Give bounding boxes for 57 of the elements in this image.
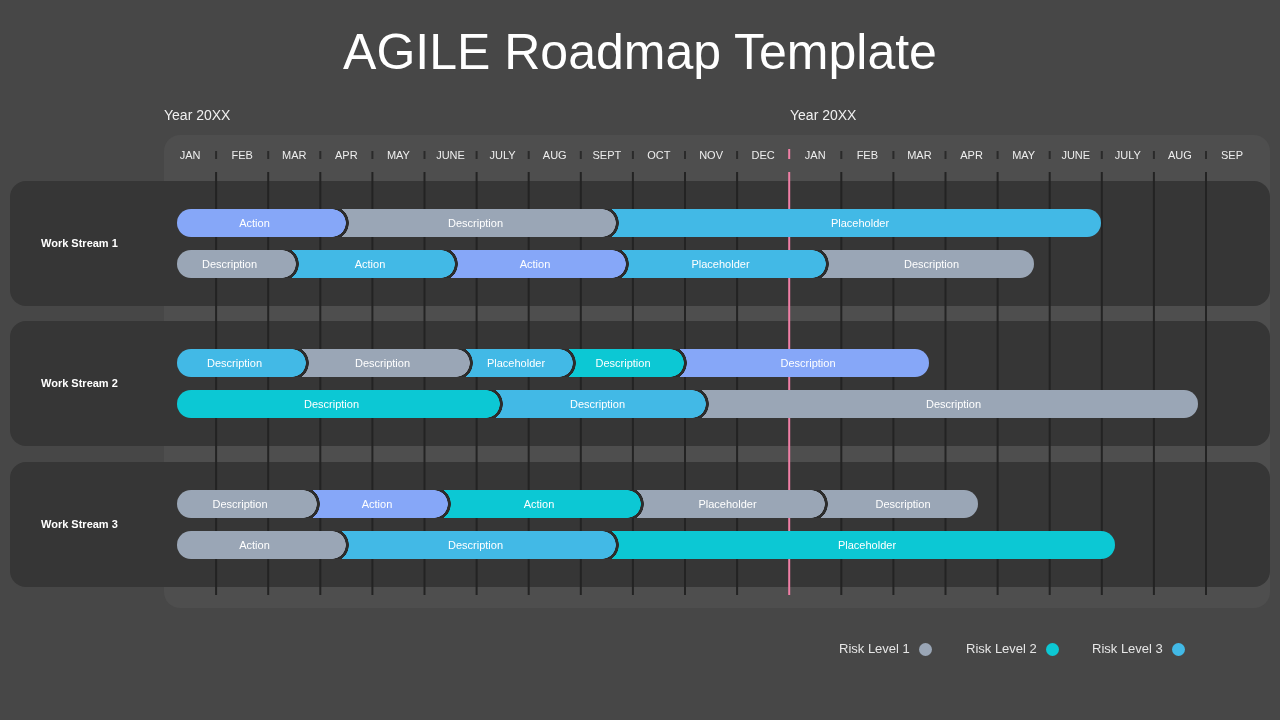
month-label: DEC <box>750 148 776 162</box>
timeline-bar: Description <box>332 209 602 237</box>
timeline-bar: Description <box>177 250 282 278</box>
timeline-bar: Description <box>559 349 670 377</box>
month-label: JAN <box>803 148 827 162</box>
month-label: APR <box>959 148 984 162</box>
timeline-bar: Placeholder <box>602 531 1115 559</box>
legend-label: Risk Level 1 <box>839 641 910 657</box>
timeline-bar: Description <box>812 250 1034 278</box>
timeline-bar: Action <box>282 250 441 278</box>
timeline-bar: Description <box>177 490 303 518</box>
legend-label: Risk Level 2 <box>966 641 1037 657</box>
month-label: JAN <box>178 148 202 162</box>
timeline-bar: Action <box>441 250 612 278</box>
timeline-bar: Placeholder <box>456 349 559 377</box>
work-stream-label: Work Stream 1 <box>41 236 118 250</box>
month-label: MAR <box>906 148 933 162</box>
work-stream-band <box>10 321 1270 446</box>
timeline-bar: Description <box>670 349 929 377</box>
month-label: AUG <box>541 148 568 162</box>
month-label: OCT <box>646 148 672 162</box>
month-label: FEB <box>855 148 880 162</box>
work-stream-label: Work Stream 2 <box>41 376 118 390</box>
timeline-bar: Action <box>177 531 332 559</box>
legend-label: Risk Level 3 <box>1092 641 1163 657</box>
timeline-bar: Action <box>177 209 332 237</box>
month-label: AUG <box>1167 148 1193 162</box>
month-label: NOV <box>698 148 724 162</box>
timeline-bar: Placeholder <box>612 250 812 278</box>
title: AGILE Roadmap Template <box>342 23 938 82</box>
month-label: FEB <box>230 148 254 162</box>
month-label: MAR <box>281 148 308 162</box>
month-label: JUNE <box>435 148 466 162</box>
year-label: Year 20XX <box>790 107 857 124</box>
timeline-bar: Description <box>332 531 602 559</box>
timeline-bar: Description <box>692 390 1198 418</box>
work-stream-band <box>10 181 1270 306</box>
timeline-bar: Action <box>303 490 434 518</box>
month-label: SEPT <box>591 148 623 162</box>
timeline-bar: Description <box>292 349 456 377</box>
month-label: JUNE <box>1060 148 1092 162</box>
month-label: JULY <box>1113 148 1142 162</box>
month-label: SEP <box>1220 148 1245 162</box>
timeline-bar: Placeholder <box>602 209 1101 237</box>
year-label: Year 20XX <box>164 107 231 124</box>
timeline-bar: Description <box>177 390 486 418</box>
timeline-bar: Description <box>486 390 692 418</box>
work-stream-label: Work Stream 3 <box>41 517 118 531</box>
timeline-bar: Action <box>434 490 627 518</box>
month-label: APR <box>334 148 359 162</box>
timeline-bar: Description <box>811 490 978 518</box>
timeline-bar: Description <box>177 349 292 377</box>
month-label: MAY <box>1011 148 1037 162</box>
month-label: MAY <box>385 148 411 162</box>
work-stream-band <box>10 462 1270 587</box>
timeline-bar: Placeholder <box>627 490 811 518</box>
month-label: JULY <box>488 148 517 162</box>
